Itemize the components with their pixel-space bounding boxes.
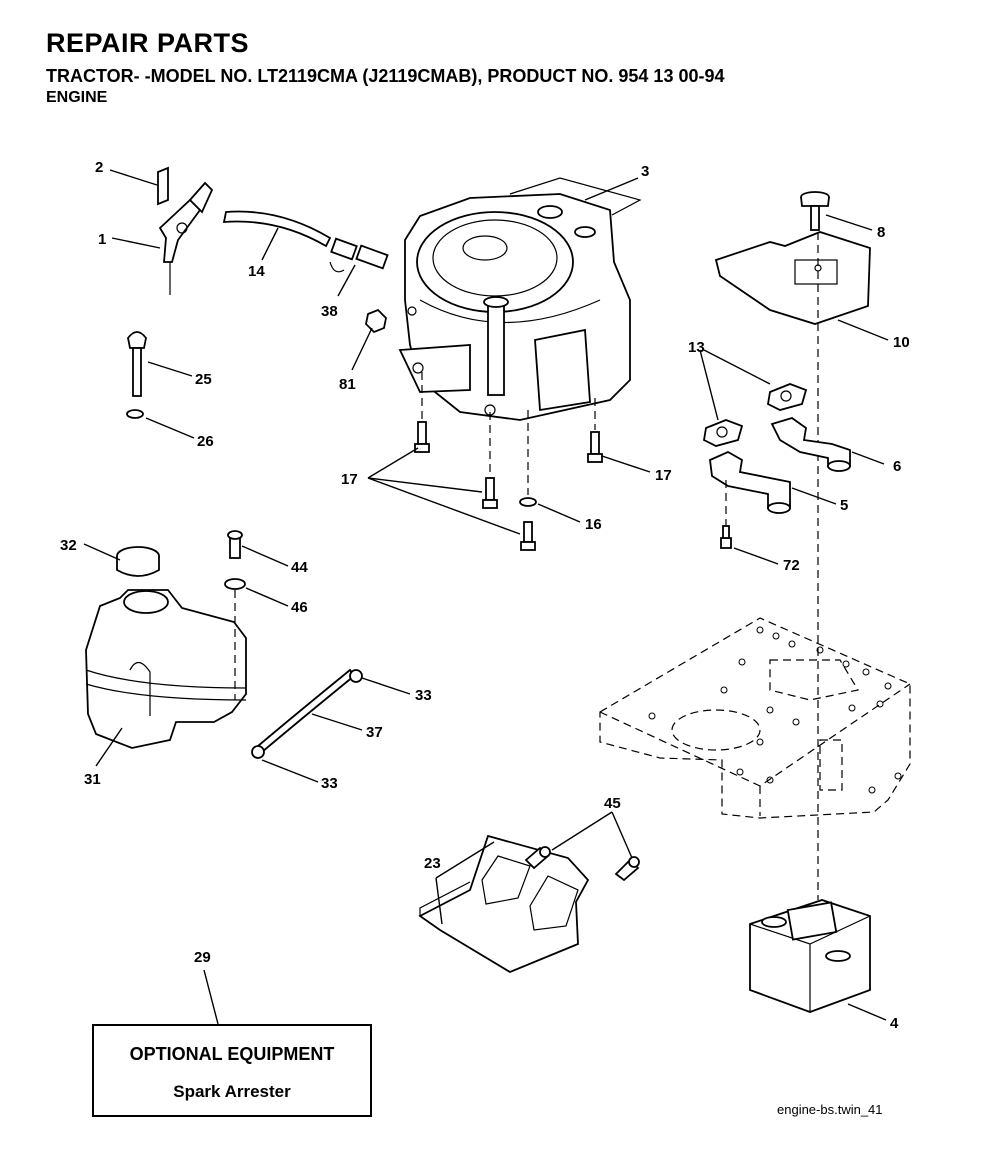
spark-arrester-label: Spark Arrester (173, 1082, 291, 1101)
fuel-cap-part (116, 546, 160, 577)
shield-screws-part (524, 846, 640, 882)
callout-26: 26 (197, 433, 214, 450)
callout-16: 16 (585, 516, 602, 533)
callout-45: 45 (604, 795, 621, 812)
model-subtitle: TRACTOR- -MODEL NO. LT2119CMA (J2119CMAB… (46, 66, 725, 86)
callout-32: 32 (60, 537, 77, 554)
callout-72: 72 (783, 557, 800, 574)
shield-part (418, 834, 590, 974)
fuel-line-part (222, 210, 332, 248)
engine-bolts-part (414, 421, 603, 551)
tractor-frame-part (599, 617, 911, 819)
callout-3: 3 (641, 163, 649, 180)
diagram-reference-code: engine-bs.twin_41 (777, 1102, 883, 1117)
callout-38: 38 (321, 303, 338, 320)
callout-8: 8 (877, 224, 885, 241)
callout-46: 46 (291, 599, 308, 616)
callout-10: 10 (893, 334, 910, 351)
throttle-bracket-part (157, 166, 214, 295)
fuel-fitting-part (329, 237, 389, 273)
callout-14: 14 (248, 263, 265, 280)
callout-33-top: 33 (415, 687, 432, 704)
callout-44: 44 (291, 559, 308, 576)
nut-part (365, 308, 387, 334)
fuel-hose-part (256, 668, 356, 754)
callout-1: 1 (98, 231, 106, 248)
gasket-part (703, 383, 808, 447)
callout-23: 23 (424, 855, 441, 872)
page-title: REPAIR PARTS (46, 28, 250, 58)
callout-37: 37 (366, 724, 383, 741)
lock-washer-part (519, 497, 537, 507)
tank-washer-part (224, 578, 246, 590)
exhaust-pipe-5-part (709, 450, 791, 514)
heat-shield-plate-part (714, 231, 871, 325)
fuel-tank-part (85, 589, 247, 749)
dipstick-part (127, 331, 147, 397)
callout-6: 6 (893, 458, 901, 475)
callout-2: 2 (95, 159, 103, 176)
engine-part (398, 177, 642, 421)
callout-5: 5 (840, 497, 848, 514)
tank-screw-part (227, 530, 243, 559)
callout-17-left: 17 (341, 471, 358, 488)
knob-part (800, 191, 830, 231)
callout-25: 25 (195, 371, 212, 388)
callout-labels: 2 1 14 3 8 10 38 81 25 26 13 6 17 17 5 1… (60, 159, 910, 1032)
callout-31: 31 (84, 771, 101, 788)
callout-33-bottom: 33 (321, 775, 338, 792)
callout-81: 81 (339, 376, 356, 393)
section-label: ENGINE (46, 89, 108, 106)
bolt-72-part (720, 525, 732, 549)
callout-29: 29 (194, 949, 211, 966)
washer-part (126, 409, 144, 419)
exhaust-pipe-6-part (770, 417, 851, 472)
callout-17-right: 17 (655, 467, 672, 484)
optional-equipment-box: OPTIONAL EQUIPMENT Spark Arrester (92, 1024, 372, 1117)
callout-13: 13 (688, 339, 705, 356)
optional-equipment-title: OPTIONAL EQUIPMENT (129, 1044, 335, 1064)
hose-clamp-part (349, 669, 363, 683)
muffler-part (749, 899, 871, 1013)
callout-4: 4 (890, 1015, 899, 1032)
